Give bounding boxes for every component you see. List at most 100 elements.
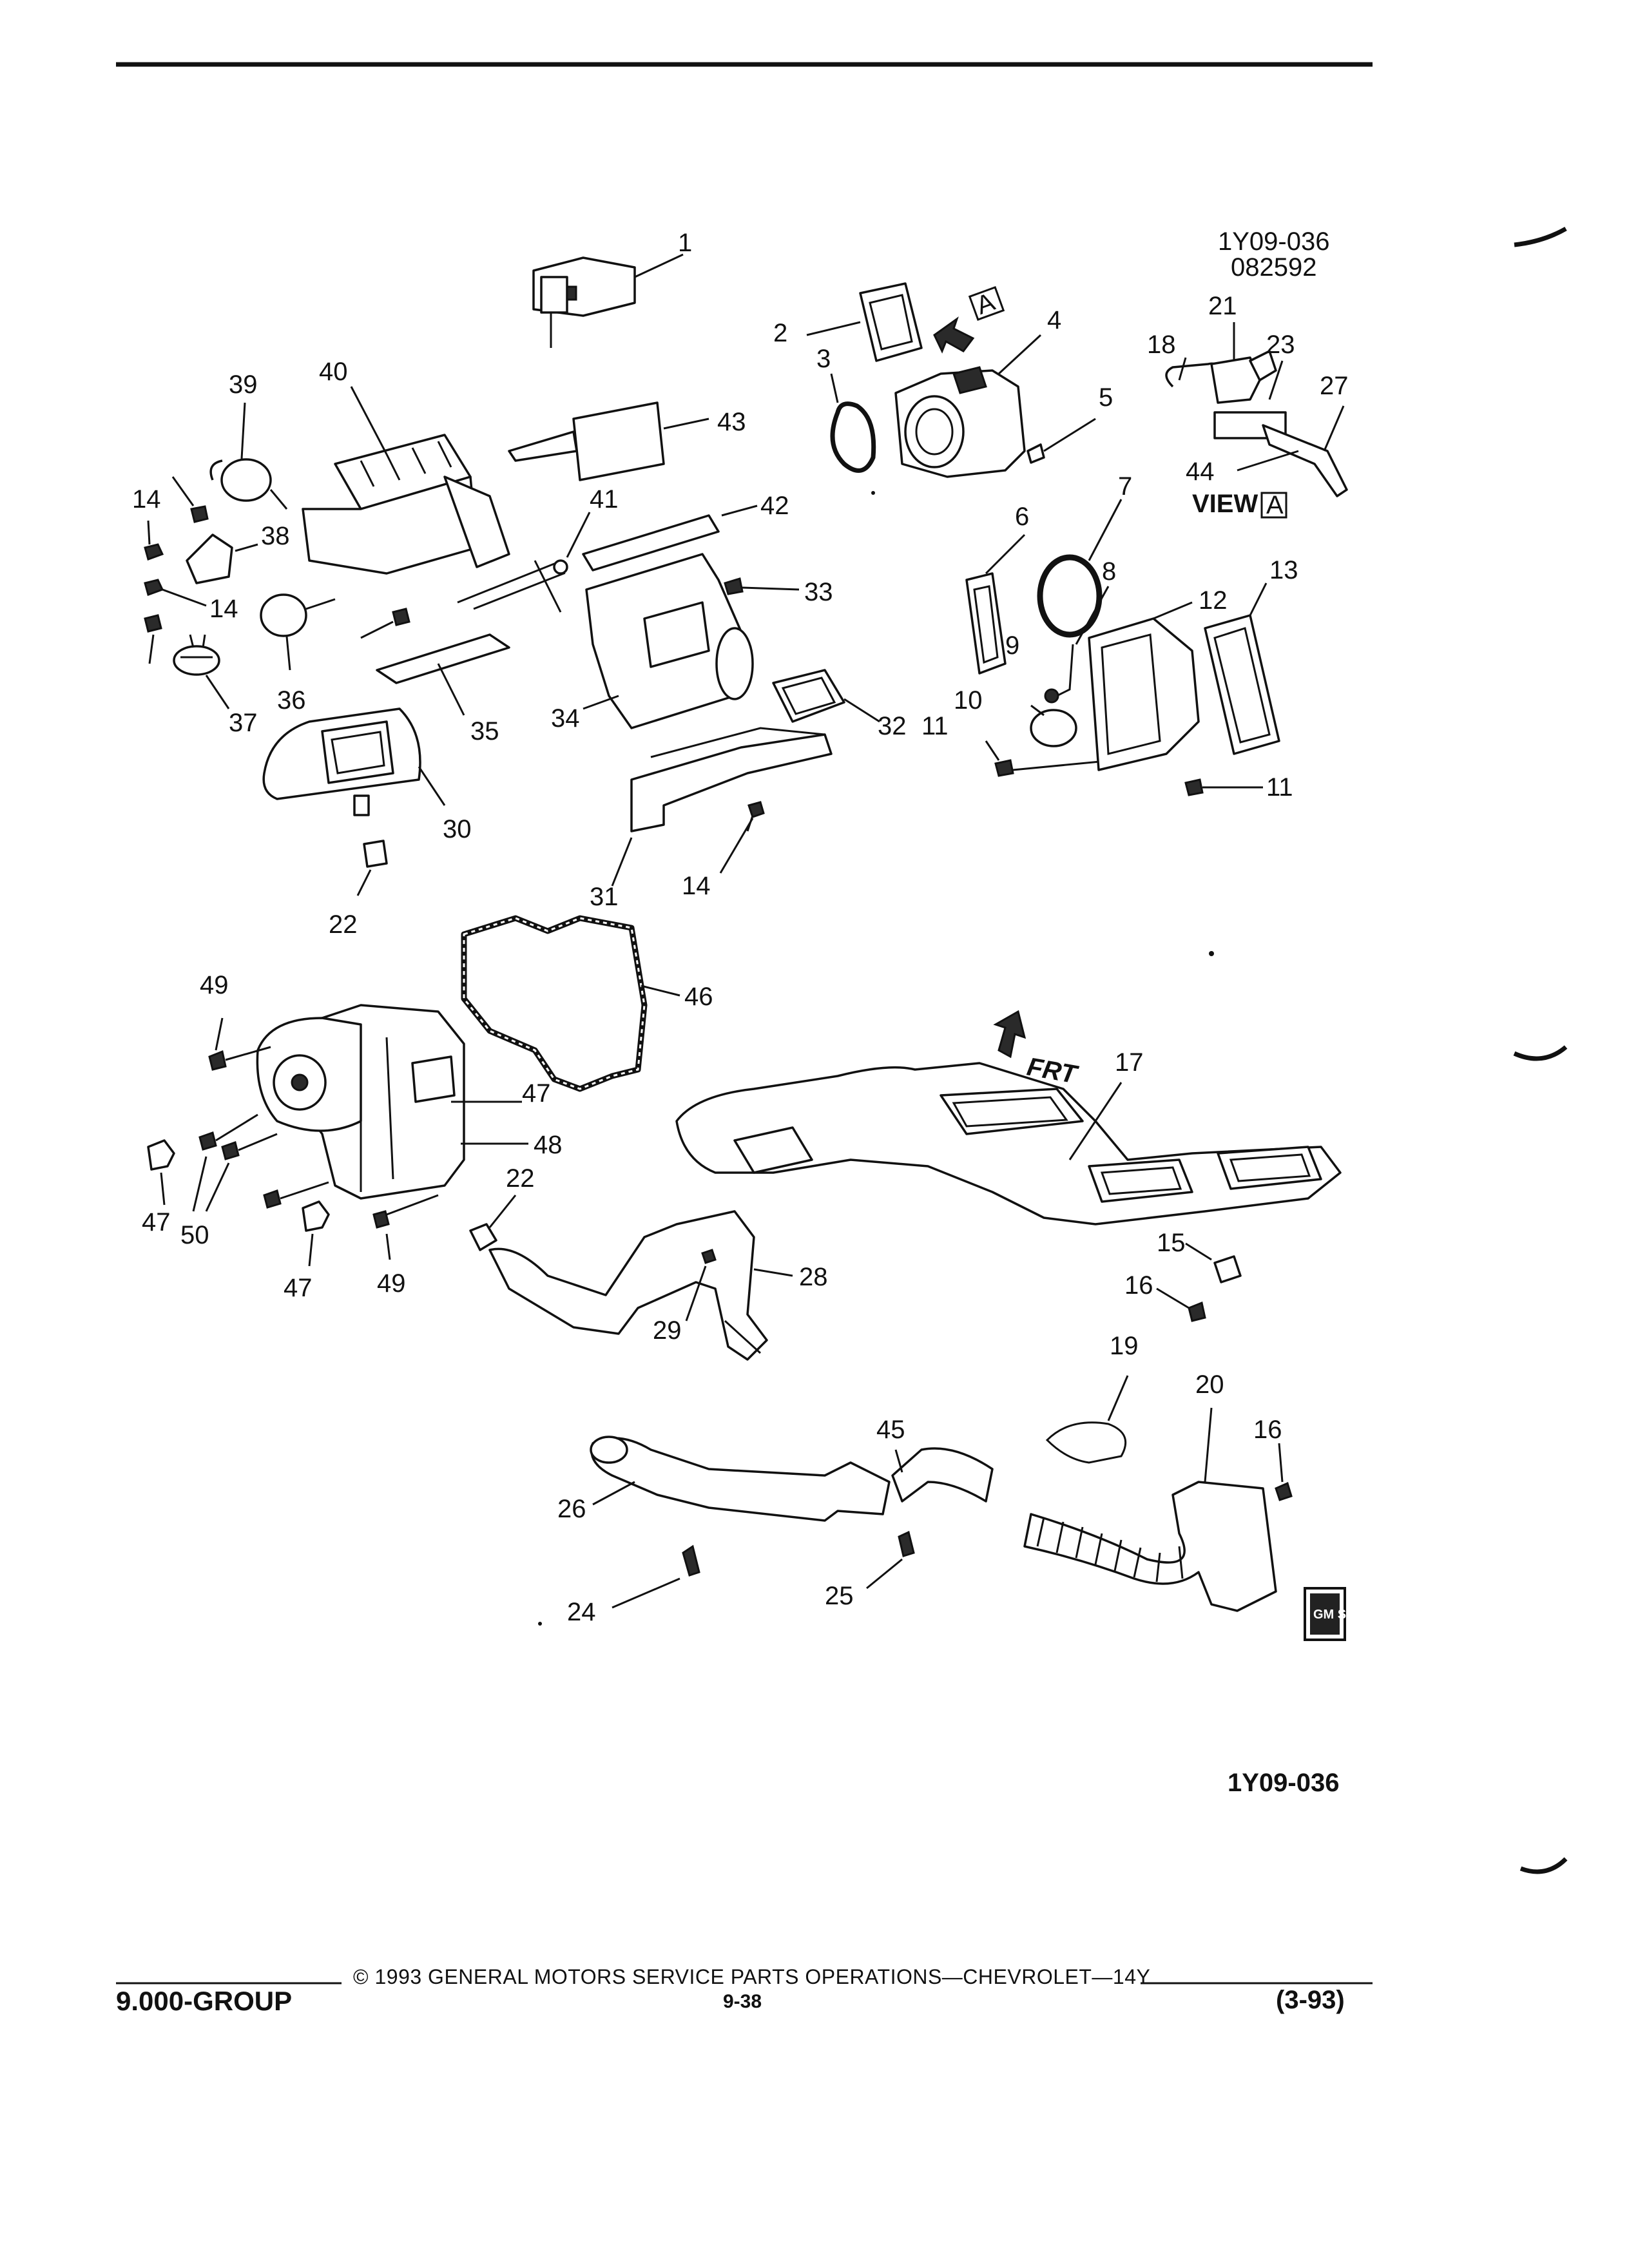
callout-8: 8 bbox=[1102, 557, 1116, 586]
callout-22-lower: 22 bbox=[506, 1164, 535, 1193]
callout-26: 26 bbox=[557, 1495, 586, 1523]
part-24-screw bbox=[612, 1544, 700, 1609]
callout-35: 35 bbox=[470, 717, 499, 745]
callout-43: 43 bbox=[717, 408, 746, 436]
callout-27: 27 bbox=[1320, 372, 1349, 400]
part-22-clip-upper bbox=[356, 840, 388, 896]
stray-mark bbox=[871, 491, 875, 495]
part-30-outlet bbox=[262, 707, 446, 816]
part-3-seal bbox=[830, 373, 876, 473]
callout-20: 20 bbox=[1195, 1370, 1224, 1399]
part-31-duct bbox=[611, 727, 833, 887]
part-2-gasket bbox=[806, 282, 923, 362]
gm-spo-logo: GM SPO bbox=[1304, 1587, 1365, 1641]
part-4-housing: A bbox=[894, 286, 1042, 478]
part-34-housing bbox=[583, 553, 754, 729]
callout-48: 48 bbox=[534, 1131, 563, 1159]
callout-3: 3 bbox=[816, 345, 831, 373]
callout-5: 5 bbox=[1099, 383, 1113, 412]
part-1-valve-door bbox=[532, 253, 684, 348]
callout-6: 6 bbox=[1015, 503, 1029, 531]
part-45-duct bbox=[891, 1447, 994, 1503]
callout-36: 36 bbox=[277, 686, 306, 715]
part-5-screw bbox=[1027, 418, 1096, 464]
view-letter: A bbox=[1266, 491, 1284, 519]
part-20-flex-hose bbox=[1023, 1407, 1277, 1612]
logo-text: GM SPO bbox=[1313, 1608, 1365, 1622]
callout-14-left: 14 bbox=[132, 485, 161, 514]
part-42-door bbox=[582, 505, 758, 572]
callout-1: 1 bbox=[678, 229, 692, 257]
binding-mark bbox=[1519, 1857, 1568, 1874]
part-26-pipe bbox=[590, 1436, 891, 1522]
part-41-linkage bbox=[457, 512, 591, 613]
callout-39: 39 bbox=[229, 370, 258, 399]
callout-44: 44 bbox=[1186, 457, 1215, 486]
callout-13: 13 bbox=[1269, 556, 1298, 584]
part-36-actuator bbox=[260, 593, 336, 671]
callout-22-upper: 22 bbox=[329, 910, 358, 939]
binding-mark bbox=[1514, 226, 1567, 247]
view-a-detail: VIEW A bbox=[1165, 322, 1348, 519]
stray-mark bbox=[1209, 951, 1214, 956]
callout-25: 25 bbox=[825, 1582, 854, 1610]
part-43-module bbox=[508, 401, 709, 481]
callout-9-right: 9 bbox=[1005, 631, 1019, 660]
callout-16-upper: 16 bbox=[1124, 1271, 1153, 1300]
callout-28: 28 bbox=[799, 1263, 828, 1291]
callout-33: 33 bbox=[804, 578, 833, 606]
callout-12: 12 bbox=[1199, 586, 1228, 615]
callout-30: 30 bbox=[443, 815, 472, 843]
part-39-actuator bbox=[209, 402, 288, 510]
callout-21: 21 bbox=[1208, 292, 1237, 320]
footer-group: 9.000-GROUP bbox=[116, 1986, 293, 2016]
part-19-clamp bbox=[1045, 1375, 1129, 1464]
callout-11-right: 11 bbox=[1266, 773, 1293, 802]
callout-15: 15 bbox=[1157, 1229, 1186, 1257]
callout-23: 23 bbox=[1266, 331, 1295, 359]
callout-19: 19 bbox=[1110, 1332, 1139, 1360]
callout-38: 38 bbox=[261, 522, 290, 550]
callout-47-bottom: 47 bbox=[284, 1274, 313, 1302]
part-16-screws bbox=[1156, 1287, 1293, 1501]
stray-mark bbox=[538, 1622, 542, 1626]
part-33-screw bbox=[724, 577, 800, 595]
part-25-screw bbox=[866, 1530, 915, 1590]
part-6-seal bbox=[965, 533, 1026, 675]
callout-32: 32 bbox=[878, 712, 907, 740]
callout-14-mid: 14 bbox=[209, 595, 238, 623]
callout-4: 4 bbox=[1047, 306, 1061, 334]
part-14-screws bbox=[144, 520, 765, 874]
callout-37: 37 bbox=[229, 709, 258, 737]
part-8-rod bbox=[1056, 586, 1110, 697]
part-38-bracket bbox=[186, 533, 258, 584]
callout-24: 24 bbox=[567, 1598, 596, 1626]
callout-16-lower: 16 bbox=[1253, 1416, 1282, 1444]
part-49-screws bbox=[208, 1017, 439, 1260]
callout-40: 40 bbox=[319, 358, 348, 386]
part-37-actuator bbox=[173, 634, 230, 709]
part-17-floor-duct: FRT bbox=[675, 1010, 1342, 1225]
view-label: VIEW bbox=[1192, 490, 1258, 518]
callout-2: 2 bbox=[773, 319, 787, 347]
callout-45: 45 bbox=[876, 1416, 905, 1444]
figure-date: 082592 bbox=[1231, 253, 1316, 282]
callout-18: 18 bbox=[1147, 331, 1176, 359]
part-22-clip-lower bbox=[469, 1195, 517, 1251]
callout-29: 29 bbox=[653, 1316, 682, 1345]
binding-mark bbox=[1513, 1045, 1568, 1061]
callout-labels: 1 2 3 4 5 6 7 8 9 10 11 11 12 13 14 14 1… bbox=[132, 229, 1349, 1626]
part-9-nuts bbox=[144, 476, 410, 664]
figure-id-bottom: 1Y09-036 bbox=[1228, 1769, 1339, 1797]
part-29-screw bbox=[685, 1249, 717, 1321]
footer-page-number: 9-38 bbox=[723, 1991, 762, 2012]
callout-46: 46 bbox=[684, 983, 713, 1011]
callout-11-left: 11 bbox=[921, 712, 949, 740]
figure-id-top: 1Y09-036 bbox=[1218, 227, 1329, 256]
callout-41: 41 bbox=[590, 485, 619, 514]
callout-7: 7 bbox=[1118, 472, 1132, 501]
part-50-screws bbox=[192, 1113, 329, 1212]
part-blower-assembly bbox=[256, 1004, 528, 1200]
callout-47-left: 47 bbox=[142, 1208, 171, 1236]
